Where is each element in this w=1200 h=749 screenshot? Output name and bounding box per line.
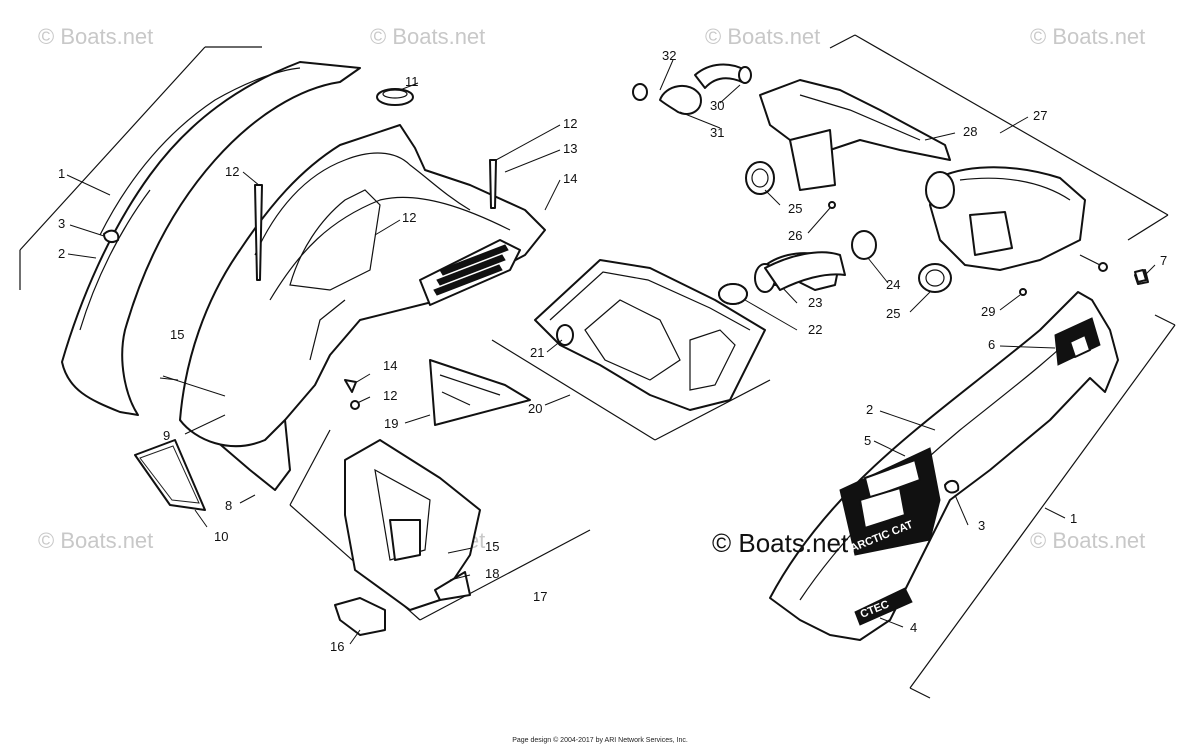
callout-26: 26 bbox=[788, 228, 802, 243]
callout-12-c: 12 bbox=[402, 210, 416, 225]
callout-5: 5 bbox=[864, 433, 871, 448]
left-side-panel bbox=[19, 46, 361, 416]
callout-7: 7 bbox=[1160, 253, 1167, 268]
footer-credit: Page design © 2004-2017 by ARI Network S… bbox=[512, 737, 688, 744]
callout-14-b: 14 bbox=[383, 358, 397, 373]
watermark-strong: © Boats.net bbox=[712, 528, 849, 558]
callout-10: 10 bbox=[214, 529, 228, 544]
callout-30: 30 bbox=[710, 98, 724, 113]
callout-29: 29 bbox=[981, 304, 995, 319]
callout-23: 23 bbox=[808, 295, 822, 310]
callout-9: 9 bbox=[163, 428, 170, 443]
watermark: © Boats.net bbox=[38, 528, 153, 553]
callout-18: 18 bbox=[485, 566, 499, 581]
callout-20: 20 bbox=[528, 401, 542, 416]
callout-16: 16 bbox=[330, 639, 344, 654]
right-side-panel: ARCTIC CAT CTEC bbox=[769, 269, 1176, 699]
callout-12-a: 12 bbox=[225, 164, 239, 179]
callout-28: 28 bbox=[963, 124, 977, 139]
callout-13: 13 bbox=[563, 141, 577, 156]
callout-27: 27 bbox=[1033, 108, 1047, 123]
watermark: © Boats.net bbox=[705, 24, 820, 49]
watermark: © Boats.net bbox=[1030, 528, 1145, 553]
lower-panel-assembly bbox=[289, 429, 591, 645]
callout-31: 31 bbox=[710, 125, 724, 140]
callout-17: 17 bbox=[533, 589, 547, 604]
callout-labels: 1 3 2 11 12 12 13 14 12 15 14 12 19 9 8 … bbox=[58, 48, 1167, 654]
windshield-insert bbox=[404, 359, 531, 426]
callout-14-a: 14 bbox=[563, 171, 577, 186]
hood-vent bbox=[433, 244, 509, 296]
callout-21: 21 bbox=[530, 345, 544, 360]
callout-1-left: 1 bbox=[58, 166, 65, 181]
callout-2-left: 2 bbox=[58, 246, 65, 261]
callout-11: 11 bbox=[405, 74, 419, 89]
callout-6: 6 bbox=[988, 337, 995, 352]
callout-15-b: 15 bbox=[485, 539, 499, 554]
callout-3-left: 3 bbox=[58, 216, 65, 231]
hood-assembly bbox=[134, 82, 561, 528]
callout-3-right: 3 bbox=[978, 518, 985, 533]
callout-12-d: 12 bbox=[383, 388, 397, 403]
callout-19: 19 bbox=[384, 416, 398, 431]
callout-12-b: 12 bbox=[563, 116, 577, 131]
callout-15-a: 15 bbox=[170, 327, 184, 342]
callout-1-right: 1 bbox=[1070, 511, 1077, 526]
callout-25-a: 25 bbox=[788, 201, 802, 216]
watermark: © Boats.net bbox=[1030, 24, 1145, 49]
callout-8: 8 bbox=[225, 498, 232, 513]
callout-22: 22 bbox=[808, 322, 822, 337]
callout-32: 32 bbox=[662, 48, 676, 63]
callout-4: 4 bbox=[910, 620, 917, 635]
callout-2-right: 2 bbox=[866, 402, 873, 417]
intake-assembly bbox=[632, 34, 1169, 313]
watermark: © Boats.net bbox=[38, 24, 153, 49]
callout-24: 24 bbox=[886, 277, 900, 292]
callout-25-b: 25 bbox=[886, 306, 900, 321]
watermark: © Boats.net bbox=[370, 24, 485, 49]
